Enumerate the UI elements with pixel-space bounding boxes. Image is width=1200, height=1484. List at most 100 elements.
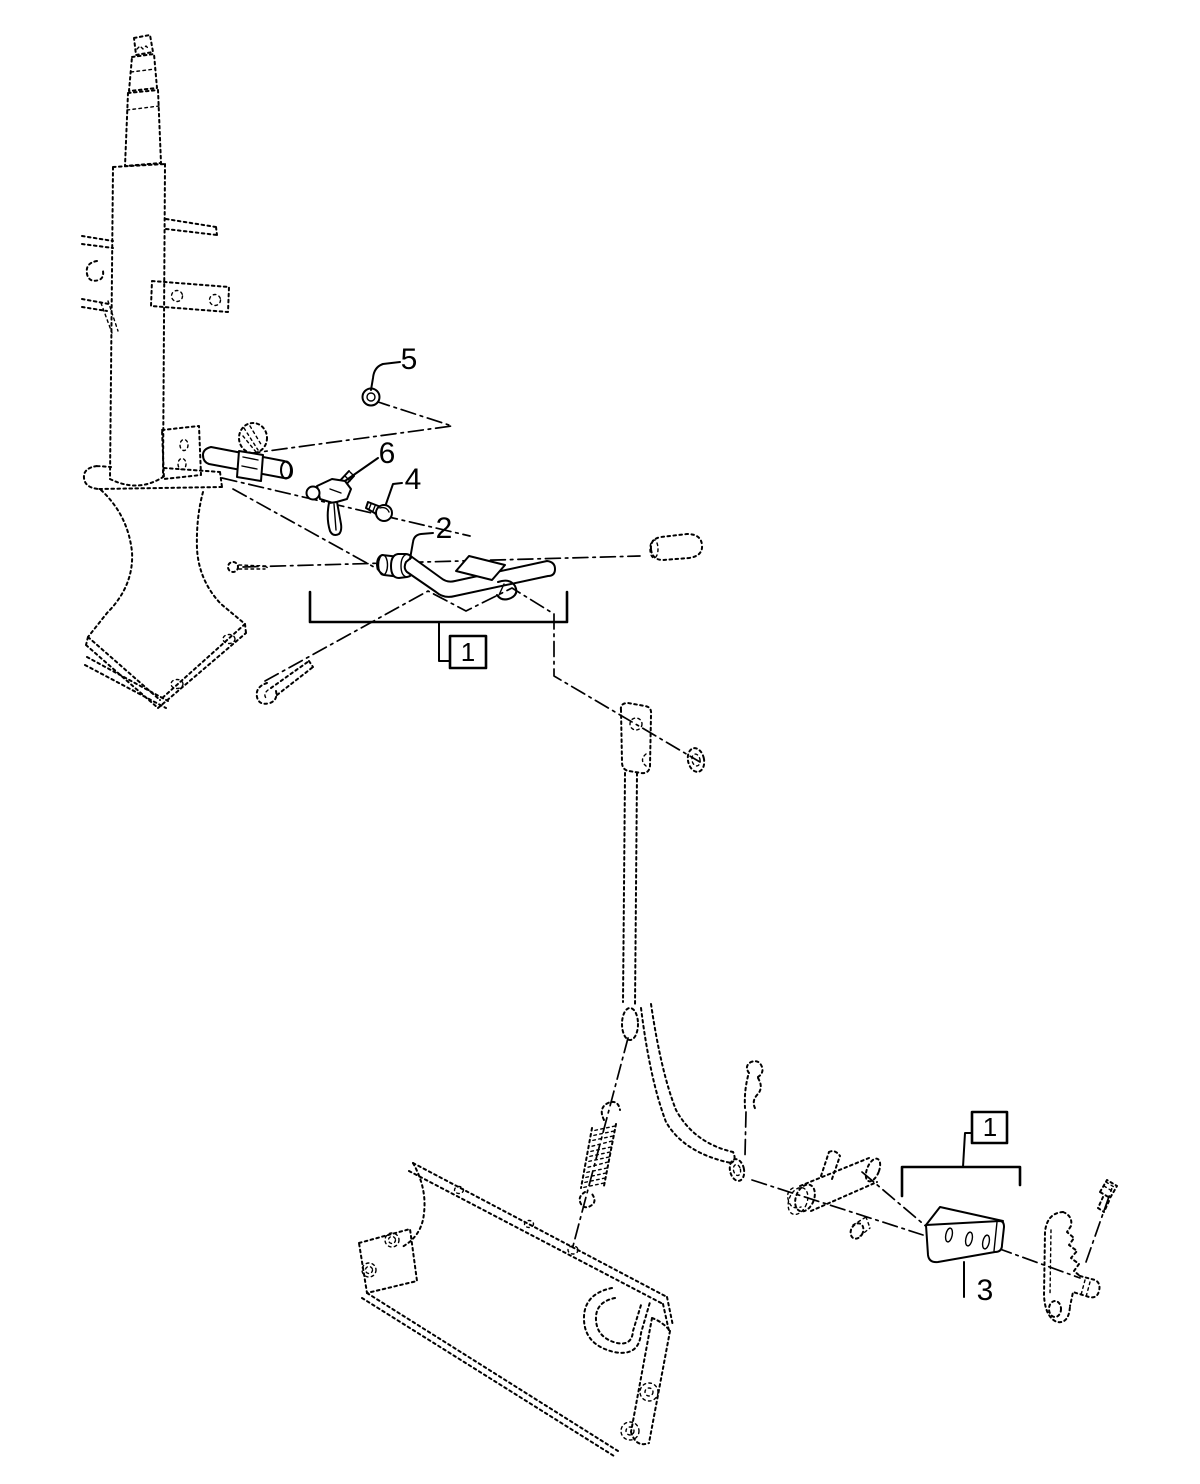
slot [944, 1227, 954, 1243]
notch [641, 753, 647, 767]
floor-panel [358, 1162, 674, 1457]
clevis-pin [786, 1150, 882, 1216]
inner-curl [264, 689, 269, 699]
grip-outline [649, 533, 704, 561]
head-face [787, 1186, 809, 1216]
sector-link [1043, 1211, 1101, 1324]
centerline [861, 1171, 929, 1229]
right-edge [662, 1296, 674, 1332]
slot [981, 1234, 991, 1250]
top-edge [408, 1162, 668, 1305]
knurl [136, 45, 150, 50]
centerline [230, 400, 453, 457]
centerline [221, 477, 471, 537]
hairpin-cotter [743, 1060, 764, 1111]
tab-plate [455, 555, 506, 581]
shank [238, 564, 269, 570]
column-tube [109, 163, 166, 487]
flange-nut [361, 387, 381, 407]
hole [691, 753, 701, 767]
arm-hole [644, 1387, 654, 1397]
side-rails [165, 218, 218, 236]
bottom-hook [578, 1191, 596, 1209]
outline [728, 1158, 746, 1182]
neck [195, 491, 246, 625]
arm-hole [639, 1382, 659, 1402]
centerline [744, 1111, 747, 1157]
clamp-lever [305, 470, 355, 536]
prongs [270, 660, 314, 696]
head [375, 504, 393, 522]
bolt-hole [364, 1265, 374, 1275]
leader [438, 621, 451, 662]
hinge-bracket [358, 1228, 418, 1294]
shaft [124, 89, 162, 167]
extension-spring [578, 1100, 621, 1209]
bolt-hole [384, 1232, 400, 1248]
centerline [242, 555, 641, 568]
adjust-knob [238, 422, 268, 454]
leader [962, 1132, 973, 1168]
shank [852, 1216, 871, 1237]
hole [366, 392, 376, 402]
left-edge [1043, 1211, 1071, 1324]
callout-5: 5 [401, 343, 418, 376]
toothed-edge [1062, 1211, 1081, 1277]
hook-tab [85, 260, 105, 282]
centerline [1085, 1187, 1113, 1263]
callout-box [970, 1110, 1009, 1145]
shaft-end [280, 460, 292, 480]
group-bracket-lower: 1 [900, 1110, 1022, 1198]
bolt-hole [170, 678, 184, 690]
hole [177, 457, 187, 471]
callouts: 5 6 4 2 [344, 343, 452, 560]
callout-4: 4 [405, 463, 422, 496]
bolt-hole [361, 1262, 377, 1278]
hook-tube [582, 1287, 651, 1354]
floor-line [84, 656, 169, 709]
anchor-plate: 3 [925, 1206, 1005, 1307]
group-bracket-upper: 1 [308, 590, 569, 670]
boss [1069, 1275, 1101, 1307]
left-stub [81, 298, 110, 312]
knob-knurl [242, 425, 263, 453]
slot [964, 1231, 974, 1247]
centerline [996, 1247, 1081, 1279]
boss-ribs [1080, 1279, 1091, 1298]
inner-edge [1049, 1229, 1052, 1296]
callout-1-lower: 1 [983, 1112, 997, 1142]
loop [255, 682, 278, 705]
tip [864, 1157, 882, 1183]
shaft-segment [128, 53, 158, 92]
edge-hole [523, 1219, 535, 1229]
shaft-band [130, 68, 156, 73]
end-face [377, 554, 389, 576]
hole [1048, 1300, 1062, 1318]
handle-line [333, 503, 337, 531]
hole [629, 717, 643, 731]
shank [1097, 1196, 1110, 1213]
collar-edge [400, 553, 408, 578]
head [849, 1222, 865, 1240]
legs [743, 1075, 762, 1111]
washer-upper [686, 747, 706, 773]
steering-column [81, 34, 230, 487]
washer-lower [728, 1158, 746, 1182]
leader-6 [344, 457, 379, 482]
head-slot [379, 506, 390, 513]
coil-rails [580, 1123, 617, 1189]
centerlines [221, 400, 1113, 1279]
carriage-bolt [1097, 1179, 1118, 1213]
coil-turns [580, 1125, 616, 1189]
rod [640, 1003, 736, 1164]
top-bevel [925, 1206, 1004, 1226]
edge-hole [453, 1185, 465, 1195]
bottom-edge [361, 1292, 619, 1457]
neck [87, 489, 134, 638]
head [794, 1183, 816, 1213]
end-arm [630, 1317, 671, 1446]
arm-hole [625, 1426, 635, 1436]
hole [208, 293, 222, 307]
body-detail [329, 488, 342, 494]
